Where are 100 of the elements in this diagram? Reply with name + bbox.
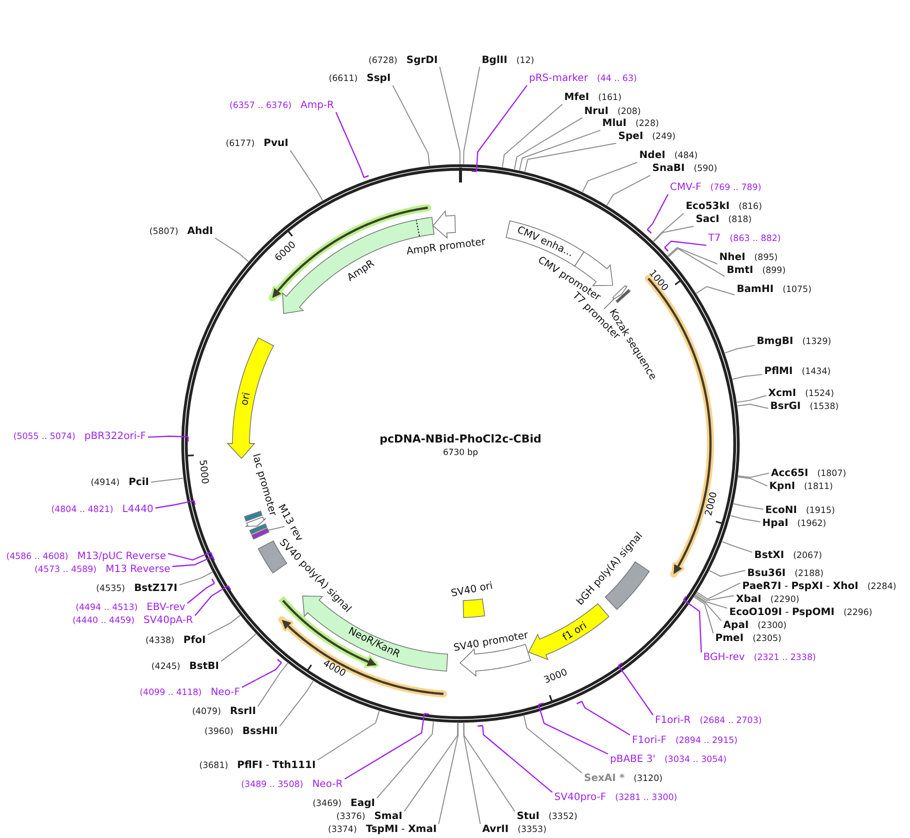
- enzyme-name: BssHII: [242, 725, 278, 740]
- leader-line: [694, 594, 728, 609]
- enzyme-name: ApaI: [723, 619, 749, 634]
- leader-line: [682, 596, 702, 652]
- leader-line: [404, 722, 458, 812]
- primer-name: pBR322ori-F: [84, 430, 146, 444]
- feature-block: [250, 527, 270, 541]
- enzyme-name: PvuI: [264, 137, 288, 152]
- site-position: (2300): [758, 620, 787, 634]
- site-position: (3376): [336, 811, 366, 824]
- plasmid-length: 6730 bp: [442, 448, 478, 458]
- leader-line: [668, 248, 726, 277]
- site-position: (2305): [752, 633, 782, 646]
- site-position: (1915): [806, 505, 835, 518]
- enzyme-name: NdeI: [639, 149, 666, 164]
- leader-line: [214, 238, 249, 262]
- site-position: (2296): [843, 607, 872, 620]
- feature-label: SV40 ori: [450, 580, 494, 600]
- primer-name: M13 Reverse: [106, 563, 170, 578]
- leader-line: [519, 130, 601, 171]
- leader-line: [476, 724, 553, 793]
- leader-line: [463, 722, 516, 812]
- primer-name: L4440: [122, 503, 154, 517]
- leader-line: [708, 570, 746, 577]
- leader-line: [186, 578, 216, 604]
- enzyme-name: MfeI: [564, 91, 590, 106]
- leader-line: [576, 700, 630, 736]
- enzyme-name: EcoO109I - PspOMI: [729, 606, 834, 620]
- enzyme-name: SacI: [696, 213, 720, 228]
- leader-line: [155, 500, 196, 509]
- site-position: (3374): [328, 824, 357, 837]
- enzyme-name: SgrDI: [406, 54, 438, 68]
- primer-range: (2894 .. 2915): [675, 735, 738, 748]
- site-position: (2067): [793, 550, 822, 563]
- leader-line: [194, 585, 232, 616]
- site-position: (1329): [802, 336, 832, 350]
- site-position: (228): [636, 118, 659, 132]
- leader-line: [258, 662, 288, 707]
- leader-line: [290, 150, 324, 201]
- feature-label: AmpR promoter: [406, 237, 486, 258]
- site-position: (4338): [146, 634, 174, 648]
- site-position: (590): [694, 163, 718, 176]
- primer-name: Amp-R: [300, 99, 334, 114]
- primer-name: pBABE 3': [610, 753, 656, 767]
- primer-range: (769 .. 789): [710, 182, 762, 196]
- leader-line: [732, 503, 764, 510]
- site-position: (1524): [805, 388, 834, 401]
- enzyme-name: SpeI: [618, 130, 644, 144]
- site-position: (3352): [548, 811, 578, 824]
- leader-line: [694, 595, 722, 622]
- leader-line: [606, 174, 651, 206]
- site-position: (4245): [151, 661, 180, 674]
- site-position: (4914): [90, 477, 120, 490]
- leader-line: [150, 478, 184, 483]
- site-position: (4079): [192, 706, 221, 720]
- enzyme-name: PciI: [128, 476, 149, 490]
- site-position: (3353): [518, 824, 546, 837]
- leader-line: [172, 556, 215, 568]
- enzyme-name: NheI: [719, 251, 746, 266]
- site-position: (161): [598, 92, 622, 106]
- leader-line: [242, 658, 282, 688]
- tick-label: 3000: [542, 668, 569, 686]
- enzyme-name: PmeI: [715, 632, 744, 646]
- site-position: (2290): [770, 594, 800, 608]
- primer-range: (4804 .. 4821): [51, 504, 114, 517]
- enzyme-name: BmtI: [726, 264, 754, 278]
- leader-line: [696, 593, 734, 601]
- enzyme-name: BmgBI: [756, 335, 794, 350]
- leader-line: [736, 404, 769, 409]
- primer-name: EBV-rev: [146, 601, 186, 616]
- site-position: (818): [728, 214, 752, 228]
- primer-name: M13/pUC Reverse: [77, 550, 166, 564]
- leader-line: [696, 286, 736, 296]
- leader-line: [268, 526, 285, 531]
- primer-name: F1ori-F: [632, 734, 666, 748]
- leader-line: [737, 476, 768, 486]
- primer-range: (863 .. 882): [730, 233, 781, 246]
- enzyme-name: RsrII: [230, 705, 256, 720]
- leader-line: [207, 614, 241, 636]
- primer-range: (4440 .. 4459): [72, 615, 135, 628]
- enzyme-name: KpnI: [769, 480, 796, 494]
- site-position: (6177): [226, 138, 255, 152]
- leader-line: [604, 298, 614, 310]
- enzyme-name: BstZ17I: [134, 582, 178, 596]
- primer-range: (6357 .. 6376): [229, 100, 292, 114]
- primer-range: (4573 .. 4589): [34, 564, 97, 578]
- enzyme-name: XcmI: [768, 387, 796, 401]
- feature-annotation: [611, 284, 629, 301]
- leader-line: [317, 710, 380, 760]
- enzyme-name: AhdI: [187, 225, 213, 239]
- enzyme-name: EcoNI: [765, 504, 798, 518]
- leader-line: [376, 721, 434, 798]
- enzyme-name: EagI: [350, 797, 375, 811]
- primer-range: (3034 .. 3054): [664, 754, 727, 767]
- primer-range: (4586 .. 4608): [6, 551, 68, 564]
- tick-label: 4000: [320, 659, 347, 680]
- enzyme-name: BsrGI: [770, 400, 801, 414]
- site-position: (3681): [199, 760, 228, 773]
- leader-line: [168, 552, 214, 561]
- leader-line: [724, 344, 756, 354]
